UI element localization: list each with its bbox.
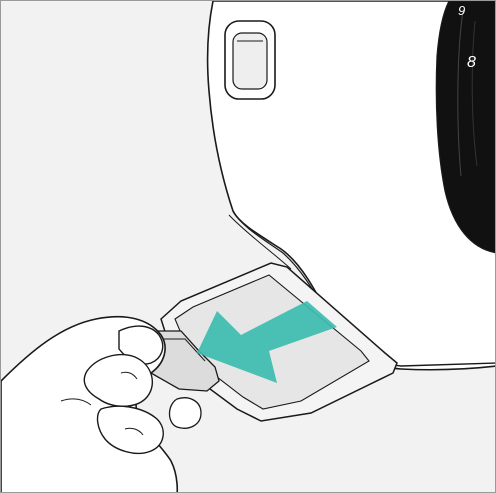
dial-number-8: 8 bbox=[467, 54, 476, 71]
dial bbox=[435, 1, 495, 254]
dial-number-9: 9 bbox=[458, 3, 465, 18]
pull-direction-arrow bbox=[197, 301, 337, 383]
handle-recess bbox=[224, 20, 276, 100]
hand bbox=[1, 315, 202, 492]
